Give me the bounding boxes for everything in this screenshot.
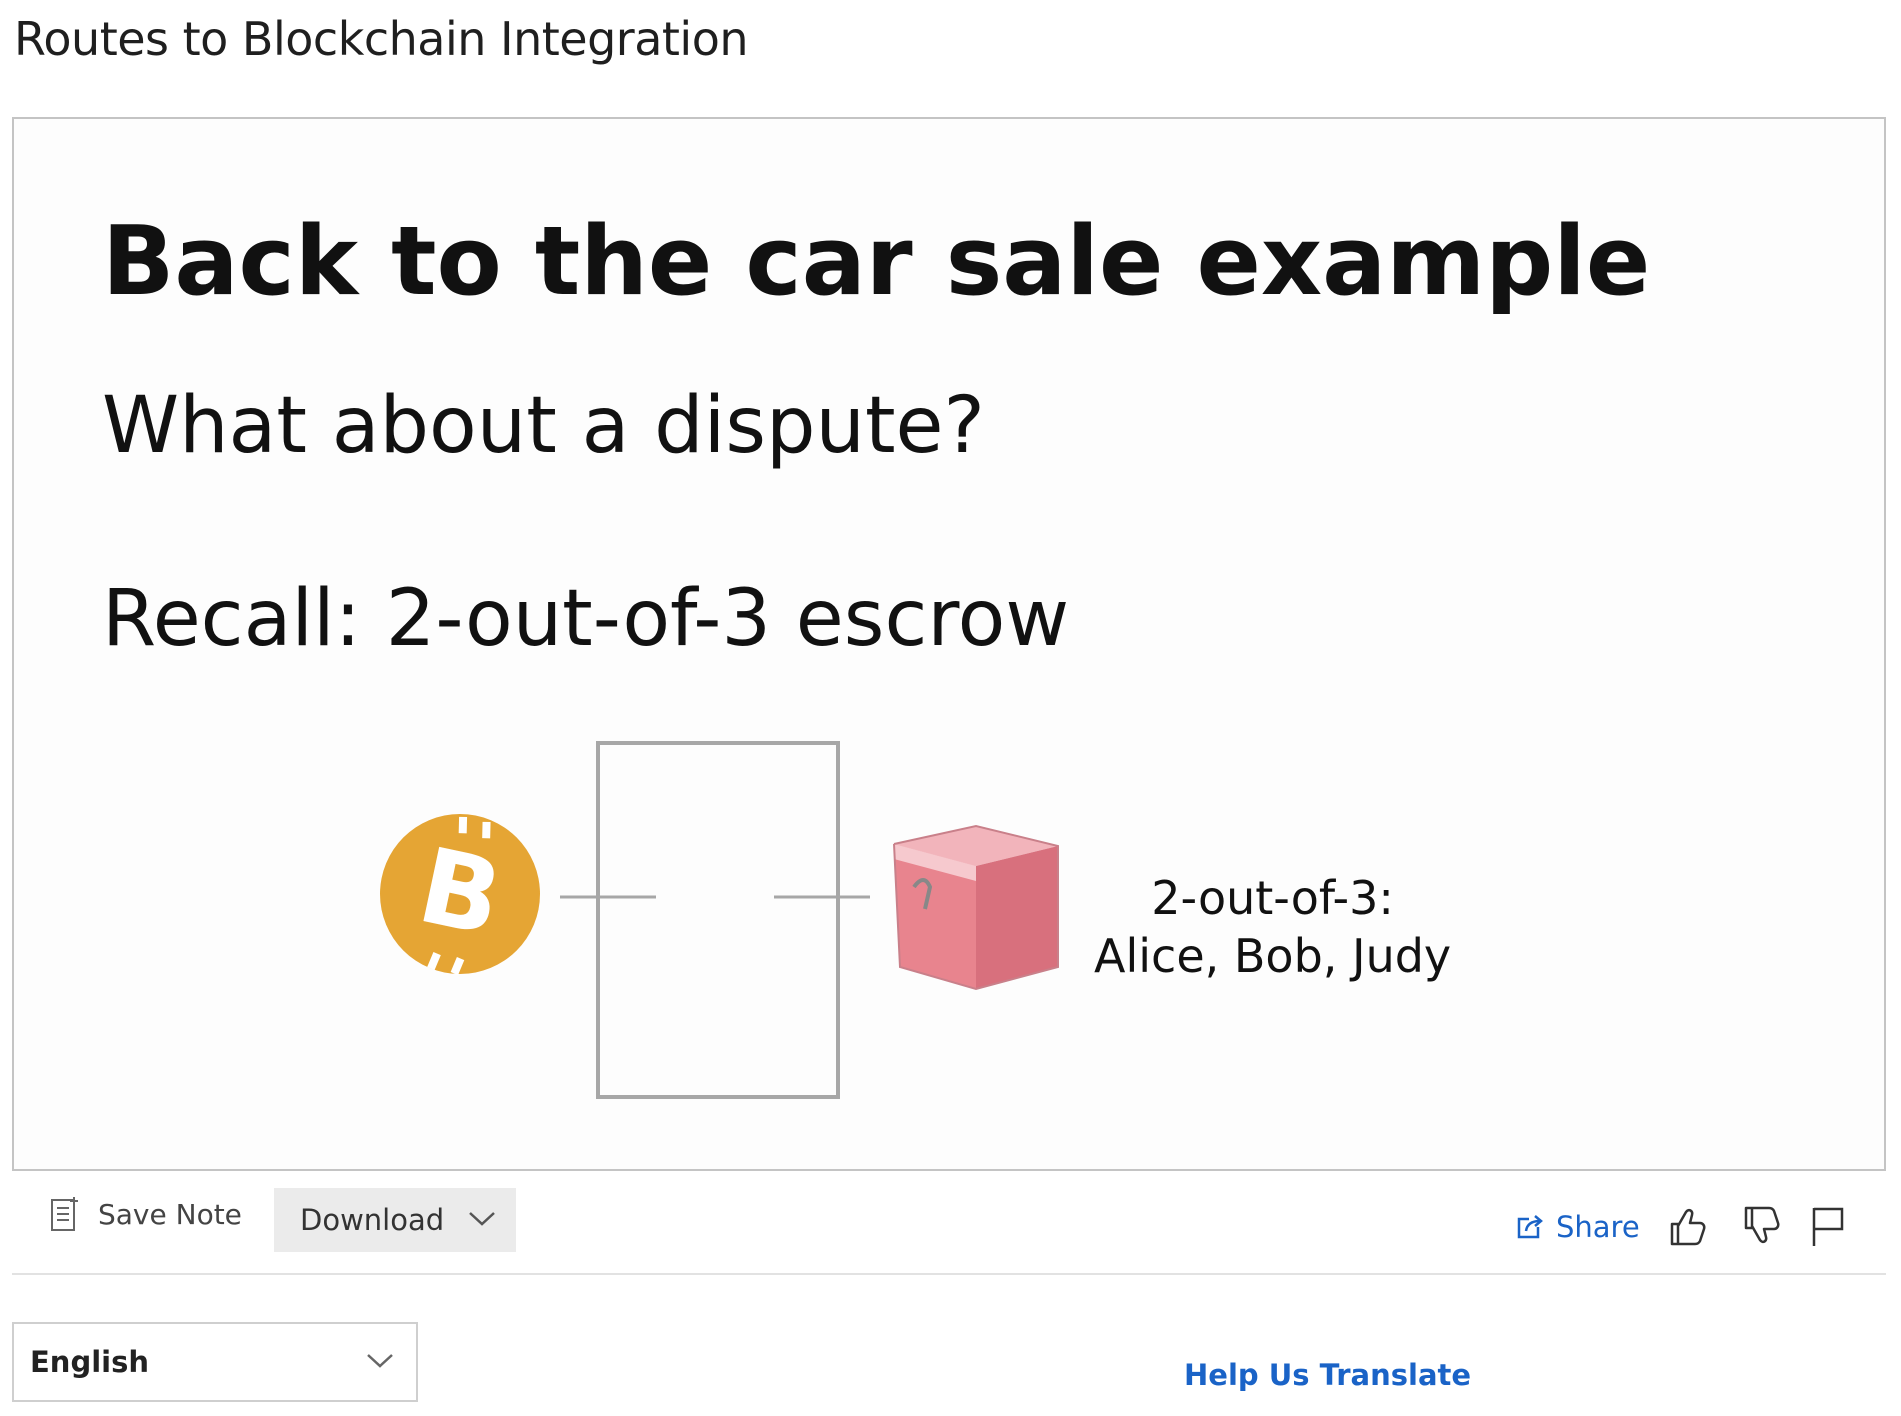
thumbs-up-icon (1670, 1208, 1706, 1246)
divider (12, 1273, 1886, 1275)
escrow-label-line2: Alice, Bob, Judy (1094, 929, 1452, 983)
escrow-label-line1: 2-out-of-3: (1151, 871, 1394, 925)
flag-icon (1812, 1207, 1844, 1246)
thumbs-down-icon (1744, 1206, 1780, 1244)
lecture-action-bar: Save Note Download Share (12, 1182, 1886, 1266)
escrow-box-icon (893, 824, 1059, 991)
chevron-down-icon (367, 1354, 393, 1368)
chevron-down-icon (469, 1212, 495, 1226)
slide-recall: Recall: 2-out-of-3 escrow (102, 574, 1070, 664)
save-note-label: Save Note (98, 1197, 242, 1231)
download-label: Download (300, 1203, 445, 1237)
like-button[interactable] (1664, 1204, 1708, 1252)
bitcoin-icon: B (380, 814, 540, 976)
share-icon (1517, 1215, 1543, 1239)
escrow-label: 2-out-of-3: Alice, Bob, Judy (1094, 869, 1451, 985)
slide-title: Back to the car sale example (102, 207, 1651, 317)
slide-question: What about a dispute? (102, 381, 985, 471)
video-player[interactable]: Back to the car sale example What about … (12, 117, 1886, 1171)
help-us-translate-link[interactable]: Help Us Translate (1184, 1358, 1472, 1392)
escrow-diagram: B (380, 741, 1059, 1099)
transaction-box (560, 741, 870, 1099)
language-select[interactable]: English (12, 1322, 418, 1402)
dislike-button[interactable] (1738, 1204, 1782, 1252)
save-note-button[interactable]: Save Note (50, 1196, 242, 1232)
share-label: Share (1556, 1210, 1640, 1244)
download-dropdown[interactable]: Download (274, 1188, 516, 1252)
language-selected-label: English (30, 1345, 150, 1379)
page-title: Routes to Blockchain Integration (14, 12, 749, 66)
note-icon (51, 1197, 78, 1231)
share-button[interactable]: Share (1516, 1210, 1640, 1244)
flag-button[interactable] (1808, 1204, 1848, 1252)
